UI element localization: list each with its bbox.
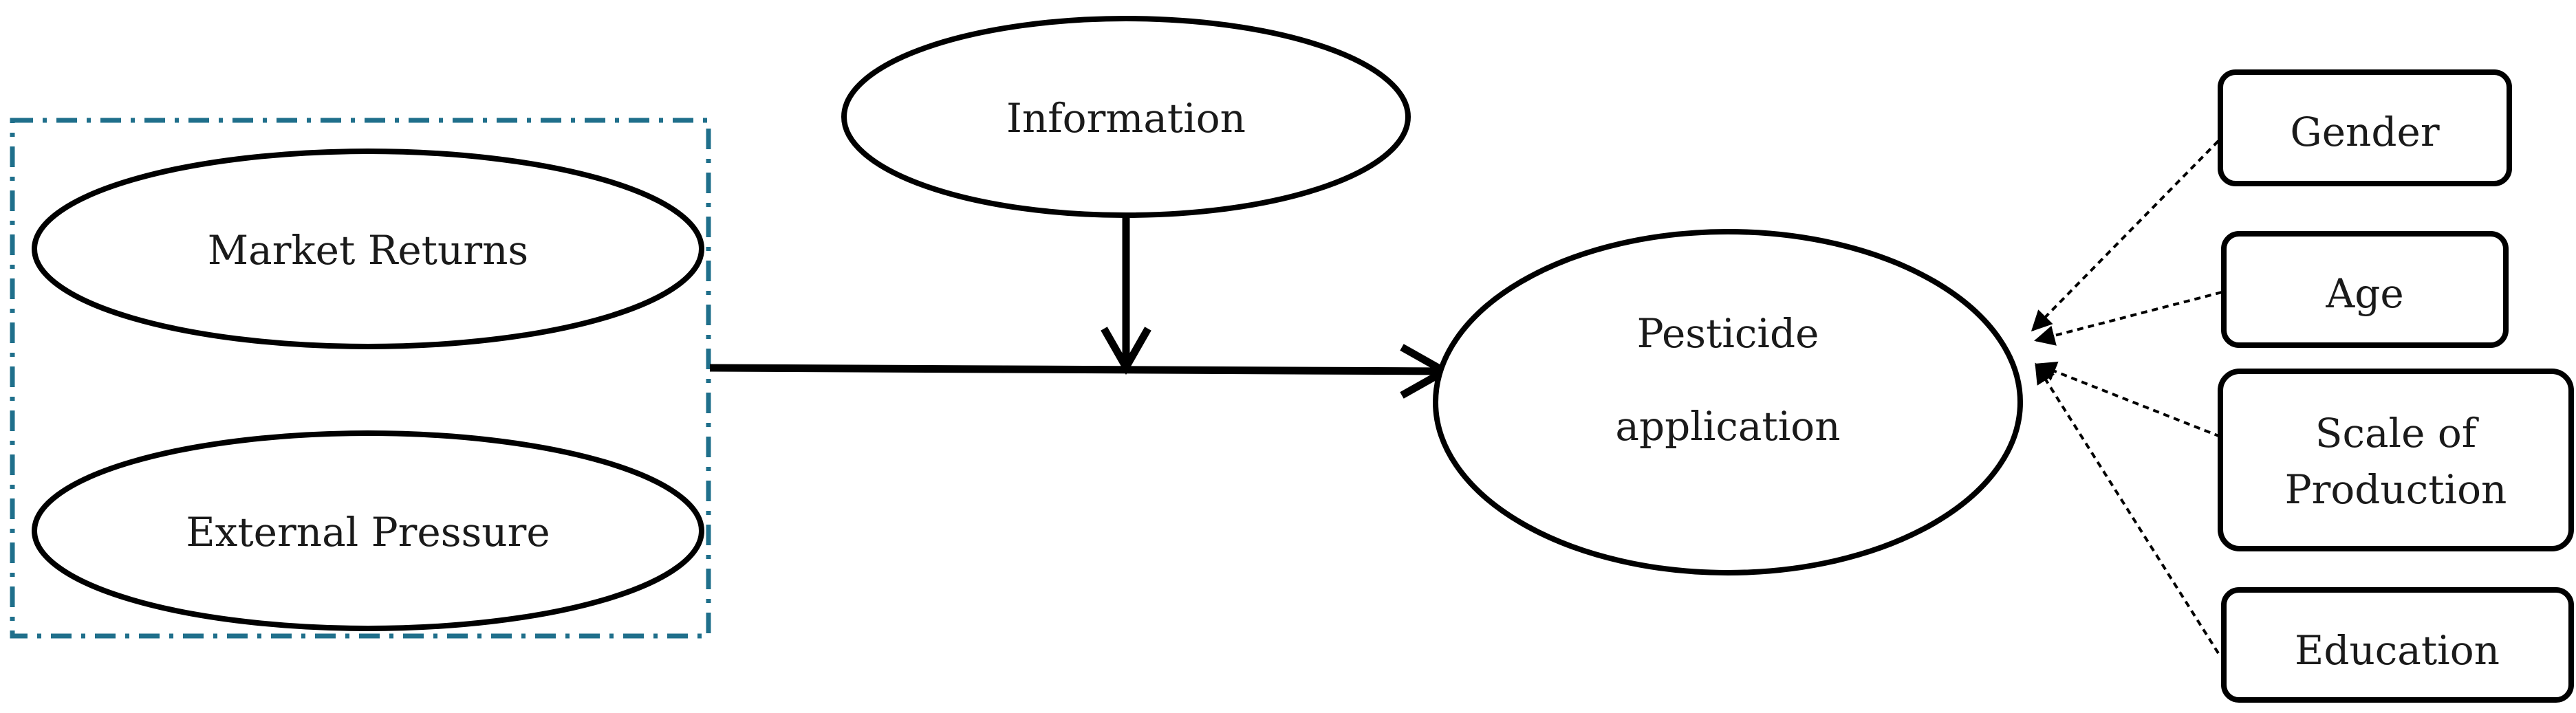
age-connector [2034, 291, 2222, 346]
main-effect-arrow [709, 364, 1445, 375]
education-connector [2035, 362, 2220, 655]
external-pressure-label: External Pressure [186, 509, 550, 556]
education-label: Education [2295, 627, 2500, 674]
pesticide-application-node [1433, 229, 2023, 575]
scale-of-production-label-line2: Production [2285, 466, 2507, 513]
information-moderation-arrowhead [1101, 327, 1151, 375]
independent-variables-group-border [10, 118, 711, 639]
scale-connector [2035, 361, 2221, 438]
market-returns-label: Market Returns [208, 227, 528, 274]
external-pressure-node [32, 430, 704, 631]
education-node [2221, 587, 2574, 703]
gender-label: Gender [2290, 109, 2439, 155]
market-returns-node [32, 149, 704, 349]
gender-node [2218, 69, 2512, 186]
scale-of-production-label-line1: Scale of [2315, 410, 2479, 457]
information-label: Information [1006, 95, 1246, 142]
gender-connector [2031, 140, 2220, 332]
age-label: Age [2325, 270, 2403, 317]
scale-of-production-node [2218, 369, 2574, 551]
age-node [2221, 231, 2509, 348]
pesticide-application-label-line1: Pesticide [1637, 310, 1819, 357]
pesticide-application-label-line2: application [1615, 403, 1840, 450]
